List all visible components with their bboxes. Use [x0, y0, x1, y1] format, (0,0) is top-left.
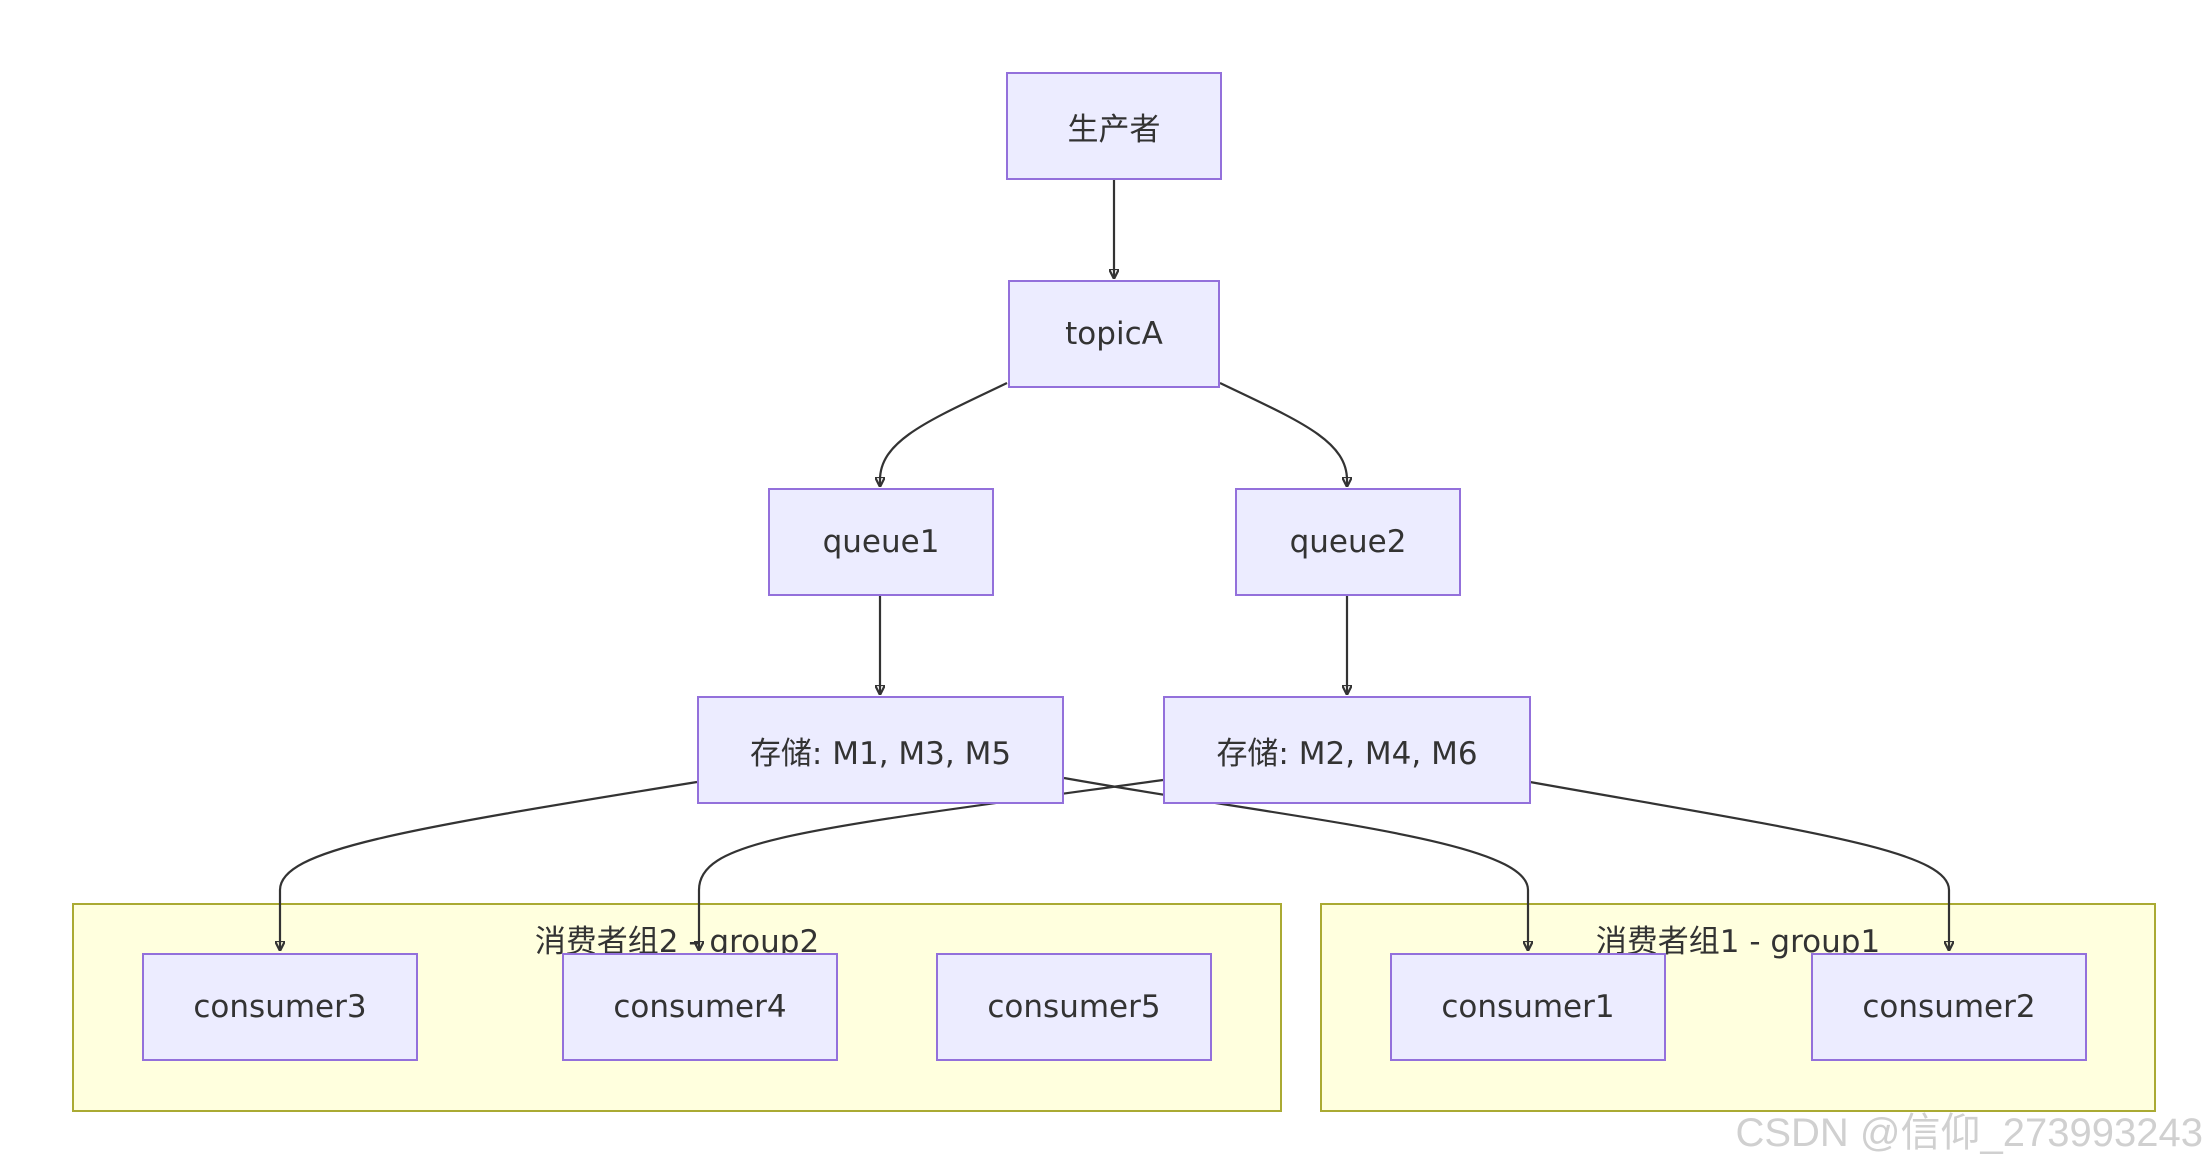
- edge-storage1-consumer3: [280, 780, 698, 950]
- edge-storage2-consumer2: [1529, 780, 1949, 950]
- node-producer: 生产者: [1006, 72, 1222, 180]
- node-queue2: queue2: [1235, 488, 1461, 596]
- node-consumer4: consumer4: [562, 953, 838, 1061]
- node-consumer5: consumer5: [936, 953, 1212, 1061]
- edge-topic-queue1: [880, 382, 1008, 486]
- node-storage2: 存储: M2, M4, M6: [1163, 696, 1531, 804]
- watermark: CSDN @信仰_273993243: [1735, 1111, 2203, 1155]
- node-consumer1: consumer1: [1390, 953, 1666, 1061]
- node-consumer2: consumer2: [1811, 953, 2087, 1061]
- node-queue1: queue1: [768, 488, 994, 596]
- node-topic: topicA: [1008, 280, 1220, 388]
- edge-topic-queue2: [1219, 382, 1347, 486]
- node-consumer3: consumer3: [142, 953, 418, 1061]
- node-storage1: 存储: M1, M3, M5: [697, 696, 1064, 804]
- edge-storage2-consumer4: [699, 778, 1164, 950]
